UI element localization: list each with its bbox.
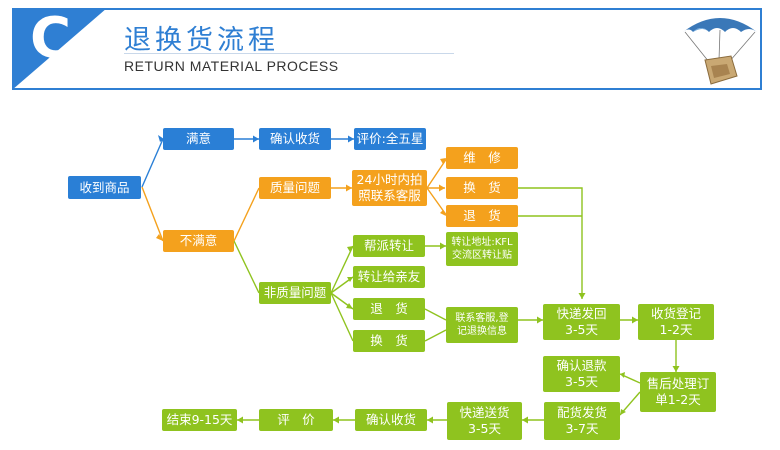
node-contact-register: 联系客服,登 记退换信息 [446, 307, 518, 343]
node-photo-contact-service: 24小时内拍 照联系客服 [352, 170, 427, 206]
node-return-non-quality: 退 货 [353, 298, 425, 320]
page-subtitle: RETURN MATERIAL PROCESS [124, 58, 339, 74]
node-confirm-refund: 确认退款 3-5天 [543, 356, 620, 392]
node-transfer-friend: 转让给亲友 [353, 266, 425, 288]
node-rate-five-star: 评价:全五星 [354, 128, 426, 150]
node-confirm-receipt-top: 确认收货 [259, 128, 331, 150]
header-frame [12, 8, 762, 90]
header-c-logo: C [30, 6, 72, 71]
node-satisfied: 满意 [163, 128, 234, 150]
page-title: 退换货流程 [124, 25, 279, 56]
node-transfer-address: 转让地址:KFL 交流区转让贴 [446, 232, 518, 266]
header-corner-triangle [12, 8, 107, 90]
node-return-quality: 退 货 [446, 205, 518, 227]
node-receive-goods: 收到商品 [68, 176, 141, 199]
node-express-send: 快递送货 3-5天 [447, 402, 522, 440]
node-non-quality-issue: 非质量问题 [259, 282, 331, 304]
node-quality-issue: 质量问题 [259, 177, 331, 199]
node-repair: 维 修 [446, 147, 518, 169]
node-exchange-non-quality: 换 货 [353, 330, 425, 352]
node-review: 评 价 [259, 409, 333, 431]
node-receive-register: 收货登记 1-2天 [638, 304, 714, 340]
node-finish: 结束9-15天 [162, 409, 237, 431]
node-ship-goods: 配货发货 3-7天 [544, 402, 620, 440]
node-express-back: 快递发回 3-5天 [543, 304, 620, 340]
parachute-box-icon [683, 18, 757, 85]
page-header: C 退换货流程 RETURN MATERIAL PROCESS [12, 8, 762, 90]
node-transfer-group: 帮派转让 [353, 235, 425, 257]
title-divider [124, 53, 454, 54]
node-confirm-receipt-bottom: 确认收货 [355, 409, 427, 431]
node-aftersale-process: 售后处理订 单1-2天 [640, 372, 716, 412]
node-unsatisfied: 不满意 [163, 230, 234, 252]
node-exchange-quality: 换 货 [446, 177, 518, 199]
